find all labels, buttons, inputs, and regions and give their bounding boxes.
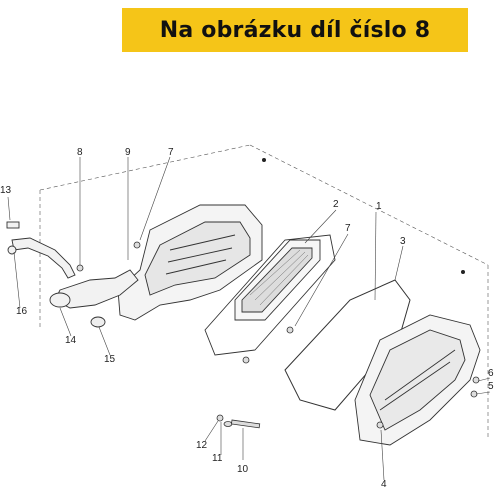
callout-6: 6 (488, 368, 494, 379)
breather-hose (6, 221, 76, 279)
seal-gasket (284, 279, 411, 411)
hose-clip-13 (6, 221, 20, 229)
callout-5: 5 (488, 381, 494, 392)
callout-12: 12 (196, 440, 208, 451)
callout-3: 3 (400, 236, 406, 247)
callout-4: 4 (381, 479, 387, 490)
banner-text: Na obrázku díl číslo 8 (159, 17, 431, 43)
intake-duct (49, 269, 139, 309)
screws (76, 241, 480, 429)
filter-element (234, 239, 321, 321)
callout-2: 2 (333, 199, 339, 210)
callout-11: 11 (212, 453, 223, 464)
callout-15: 15 (104, 354, 116, 365)
bolt-assembly (216, 414, 261, 429)
airbox-cover (354, 314, 481, 446)
callout-16: 16 (16, 306, 28, 317)
part-number-banner: Na obrázku díl číslo 8 (122, 8, 468, 52)
callout-10: 10 (237, 464, 249, 475)
callout-7b: 7 (345, 223, 351, 234)
filter-frame (204, 234, 336, 356)
callout-14: 14 (65, 335, 77, 346)
callout-13: 13 (0, 185, 12, 196)
callout-1: 1 (376, 201, 382, 212)
callout-8: 8 (77, 147, 83, 158)
callout-7a: 7 (168, 147, 174, 158)
callout-9: 9 (125, 147, 131, 158)
grommet (90, 316, 106, 328)
